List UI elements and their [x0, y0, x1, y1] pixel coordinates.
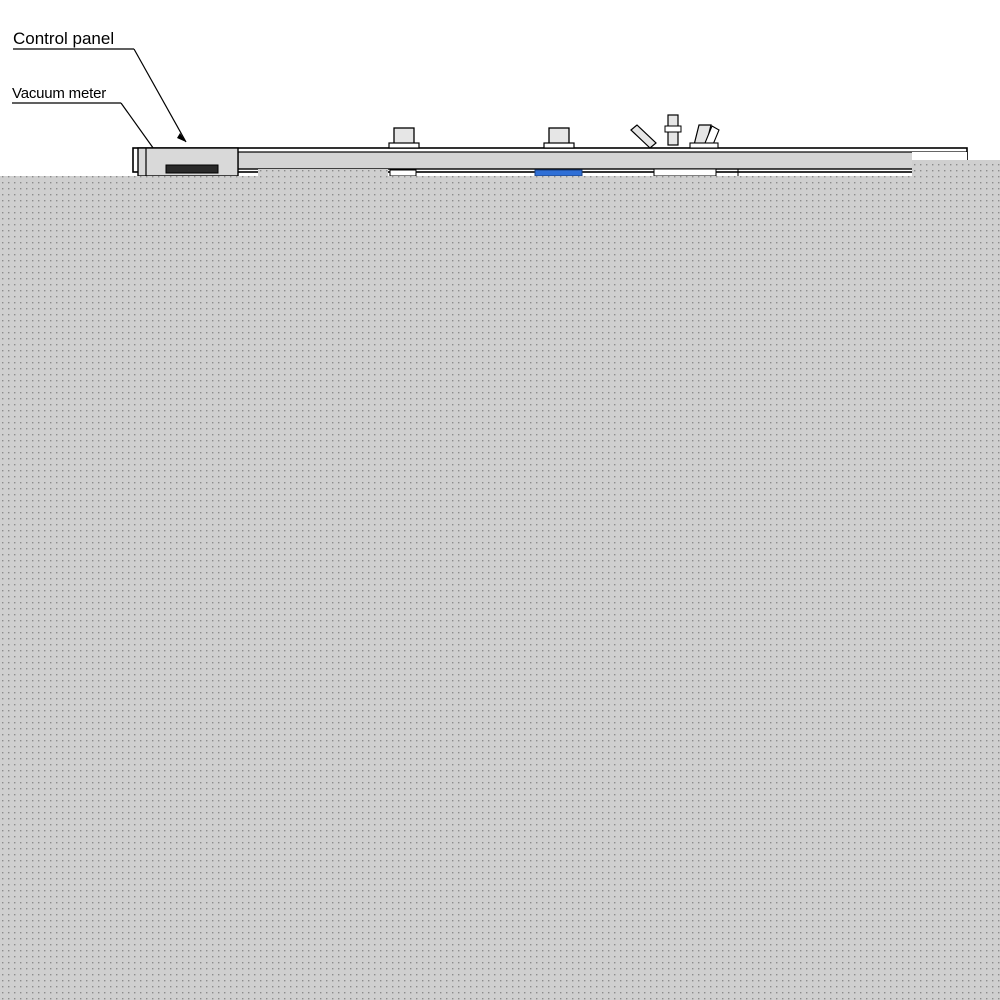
top-bar	[132, 147, 968, 173]
vacuum-meter-display	[165, 164, 219, 174]
blue-valve	[534, 169, 583, 177]
control-panel-leader	[13, 48, 187, 143]
port-1	[388, 127, 420, 177]
vacuum-meter-label: Vacuum meter	[12, 85, 107, 102]
port-2	[534, 127, 583, 177]
control-panel	[137, 147, 239, 177]
right-end-cap	[912, 152, 967, 160]
control-panel-label: Control panel	[13, 29, 115, 48]
textured-body	[0, 160, 1000, 1000]
